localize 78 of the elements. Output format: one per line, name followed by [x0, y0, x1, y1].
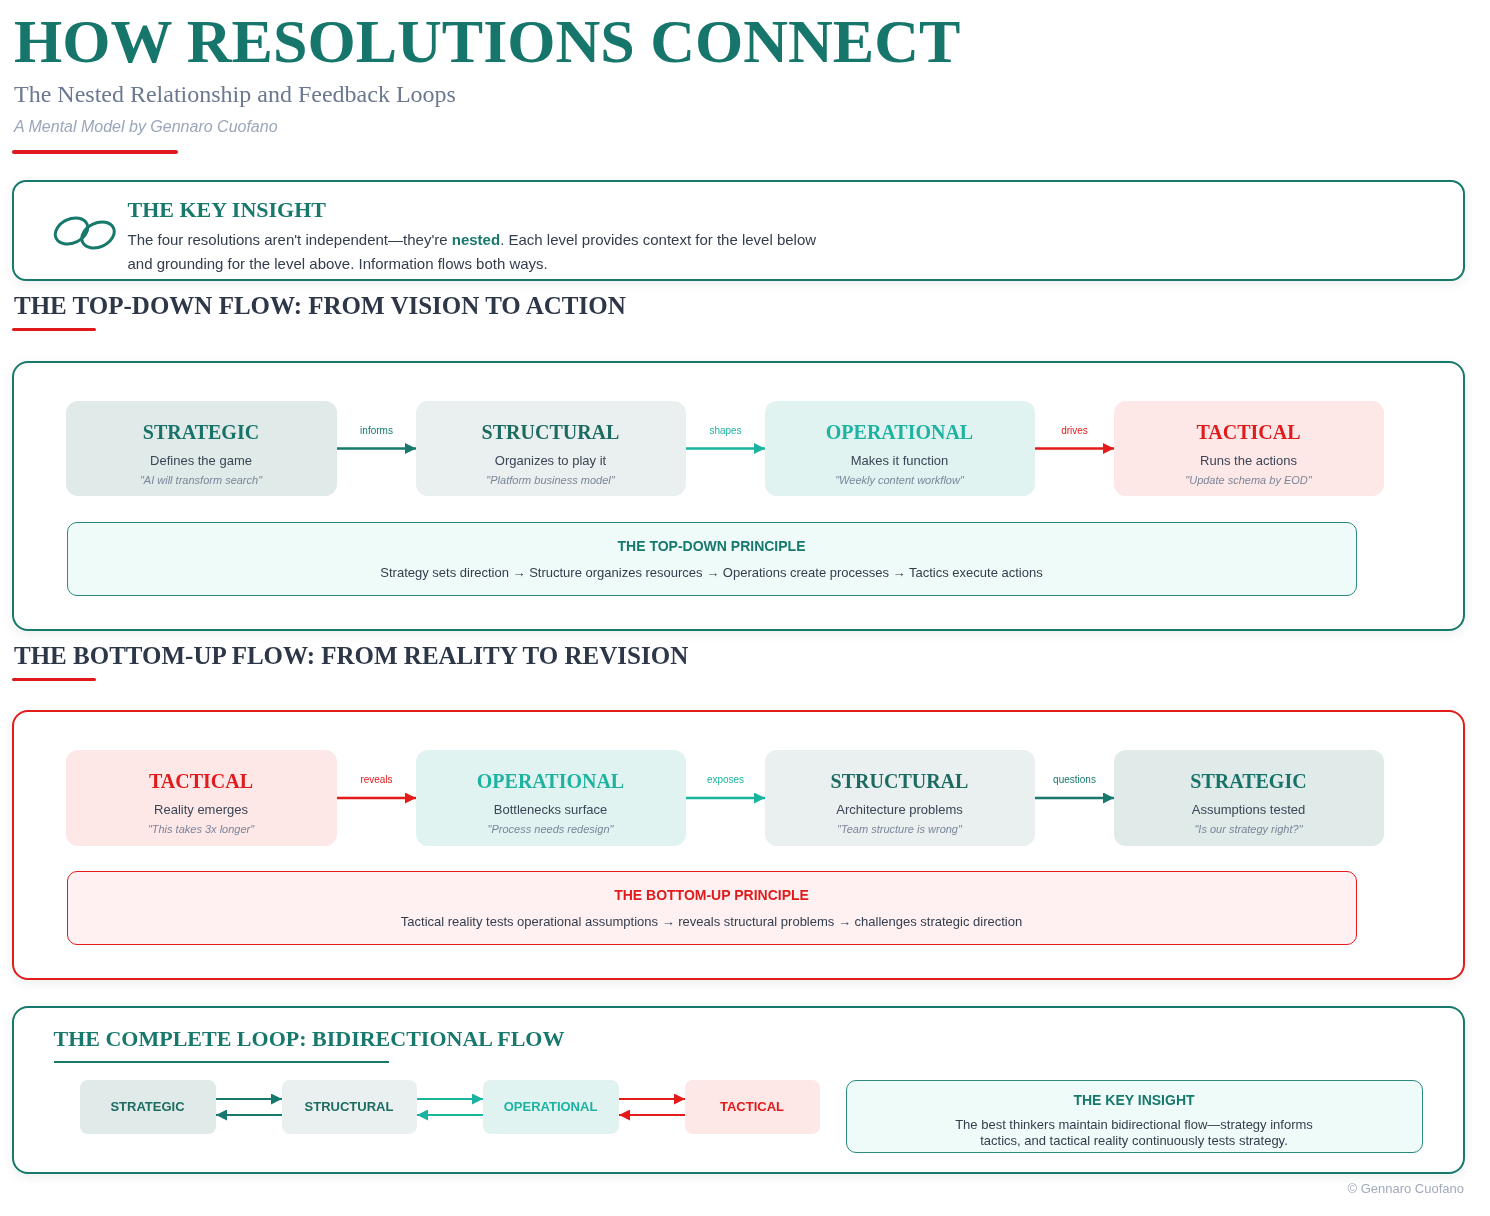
flow-card: [1113, 749, 1384, 846]
card-title: OPERATIONAL: [476, 768, 625, 793]
section-heading: THE COMPLETE LOOP: BIDIRECTIONAL FLOW: [53, 1024, 565, 1053]
loop-card: [281, 1079, 417, 1134]
card-description: Makes it function: [850, 451, 949, 470]
card-description: Organizes to play it: [494, 451, 607, 470]
card-title: OPERATIONAL: [503, 1097, 598, 1116]
principle-title: THE BOTTOM-UP PRINCIPLE: [614, 885, 809, 905]
principle-title: THE TOP-DOWN PRINCIPLE: [617, 536, 806, 556]
principle-box: [66, 521, 1357, 596]
subtitle: The Nested Relationship and Feedback Loops: [14, 80, 456, 108]
arrow: [215, 1093, 283, 1105]
edge-label: questions: [1053, 774, 1096, 786]
arrow: [215, 1109, 283, 1121]
section-panel: [12, 1006, 1465, 1174]
example-quote: "Weekly content workflow": [835, 472, 964, 487]
arrow: [686, 443, 765, 454]
flow-card: [415, 749, 686, 846]
insight-title: THE KEY INSIGHT: [1073, 1090, 1195, 1109]
card-title: STRUCTURAL: [304, 1097, 394, 1116]
example-quote: "AI will transform search": [139, 472, 263, 487]
card-title: STRATEGIC: [1190, 768, 1307, 793]
principle-text: Strategy sets direction → Structure organizes resources → Operations create processes → Tactics execute actions: [380, 563, 1043, 582]
byline: A Mental Model by Gennaro Cuofano: [14, 117, 278, 137]
arrow: [416, 1109, 484, 1121]
arrow: [618, 1109, 686, 1121]
loop-card: [684, 1079, 820, 1134]
example-quote: "Update schema by EOD": [1185, 472, 1312, 487]
edge-label: reveals: [360, 774, 393, 786]
flow-card: [1113, 400, 1384, 496]
principle-box: [66, 870, 1357, 945]
flow-card: [764, 749, 1035, 846]
insight-box: [845, 1079, 1423, 1153]
edge-label: drives: [1061, 424, 1088, 437]
card-description: Bottlenecks surface: [493, 800, 608, 819]
principle-text: Tactical reality tests operational assumptions → reveals structural problems → challenges strategic direction: [400, 912, 1023, 931]
loop-card: [482, 1079, 619, 1134]
card-title: STRUCTURAL: [830, 768, 969, 793]
card-title: STRUCTURAL: [481, 419, 620, 444]
insight-text: The four resolutions aren't independent—they're nested. Each level provides context for the level below and grounding for the level above. Information flows both ways.: [127, 230, 818, 274]
card-description: Runs the actions: [1200, 451, 1297, 470]
example-quote: "Process needs redesign": [487, 821, 614, 836]
flow-card: [764, 400, 1035, 496]
arrow: [337, 792, 416, 804]
section-heading: THE BOTTOM-UP FLOW: FROM REALITY TO REVISION: [14, 641, 689, 671]
edge-label: shapes: [709, 424, 742, 437]
arrow: [337, 443, 416, 454]
card-description: Defines the game: [150, 451, 252, 470]
arrow: [1035, 792, 1114, 804]
arrow: [416, 1093, 484, 1105]
panel-heading: THE KEY INSIGHT: [127, 196, 326, 224]
example-quote: "Platform business model": [486, 472, 615, 487]
loop-card: [79, 1079, 216, 1134]
flow-card: [65, 400, 337, 496]
card-description: Assumptions tested: [1191, 800, 1306, 819]
edge-label: exposes: [706, 774, 745, 786]
arrow: [686, 792, 765, 804]
arrow: [618, 1093, 686, 1105]
flow-card: [65, 749, 337, 846]
edge-label: informs: [360, 424, 393, 437]
example-quote: "This takes 3x longer": [147, 821, 255, 836]
card-description: Reality emerges: [154, 800, 248, 819]
example-quote: "Is our strategy right?": [1194, 821, 1303, 836]
card-title: TACTICAL: [720, 1097, 784, 1116]
arrow: [1035, 443, 1114, 454]
insight-text: The best thinkers maintain bidirectional flow—strategy informs tactics, and tactical reality continuously tests strategy.: [954, 1116, 1314, 1149]
card-description: Architecture problems: [836, 800, 963, 819]
card-title: TACTICAL: [1196, 419, 1301, 444]
example-quote: "Team structure is wrong": [837, 821, 962, 836]
card-title: STRATEGIC: [142, 419, 260, 444]
insight-panel: [12, 180, 1465, 281]
card-title: TACTICAL: [148, 768, 254, 793]
section-heading: THE TOP-DOWN FLOW: FROM VISION TO ACTION: [14, 291, 626, 321]
title: HOW RESOLUTIONS CONNECT: [14, 10, 961, 72]
card-title: STRATEGIC: [110, 1097, 185, 1116]
card-title: OPERATIONAL: [825, 419, 974, 444]
flow-card: [415, 400, 686, 496]
copyright-note: © Gennaro Cuofano: [1347, 1180, 1464, 1198]
